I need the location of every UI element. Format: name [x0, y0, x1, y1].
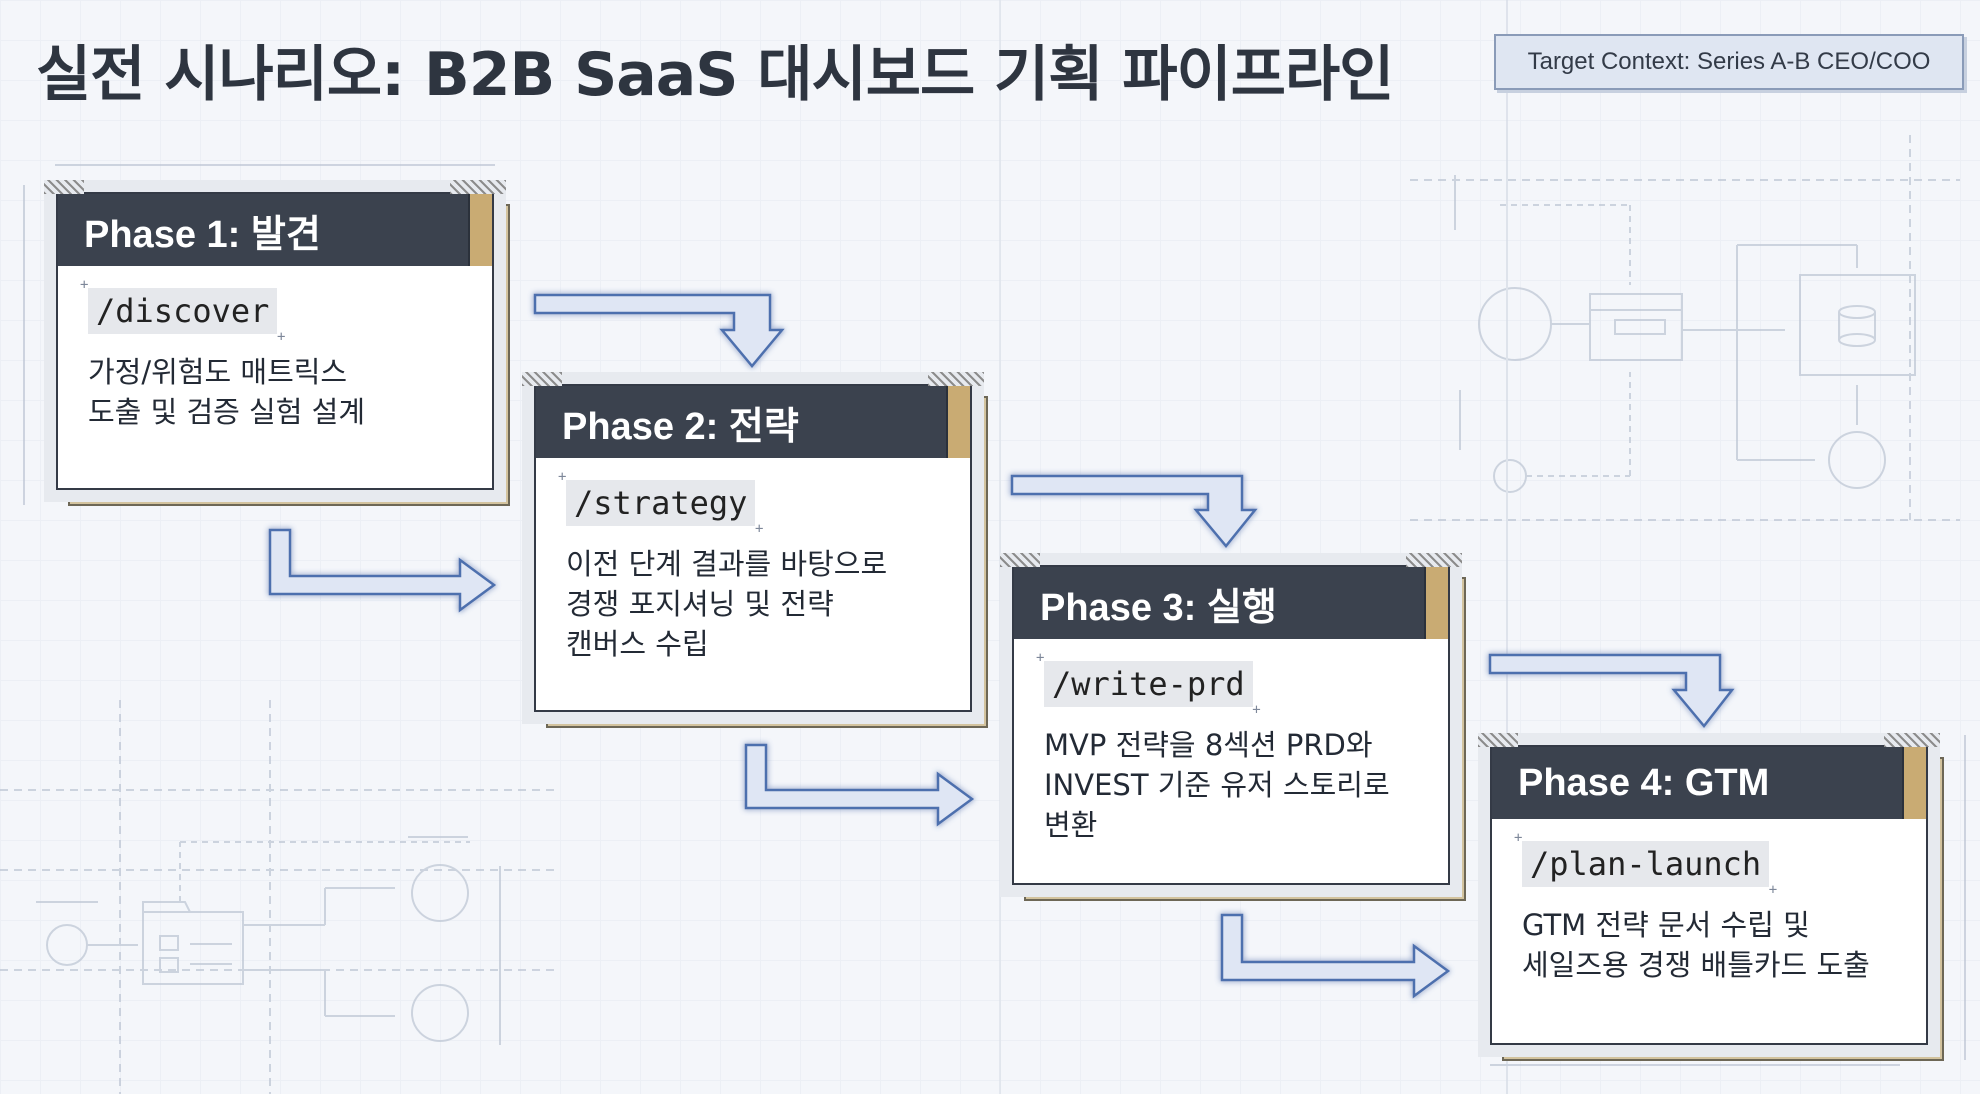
phase-header: Phase 1: 발견 [58, 194, 492, 266]
phase-title: Phase 4: GTM [1518, 761, 1770, 804]
phase-title: Phase 3: 실행 [1040, 586, 1277, 629]
phase-description: 가정/위험도 매트릭스 도출 및 검증 실험 설계 [88, 352, 462, 432]
description-line: 캔버스 수립 [566, 627, 709, 661]
phase-description: 이전 단계 결과를 바탕으로 경쟁 포지셔닝 및 전략 캔버스 수립 [566, 544, 940, 664]
phase-header: Phase 2: 전략 [536, 386, 970, 458]
target-context-badge: Target Context: Series A-B CEO/COO [1494, 34, 1964, 90]
header-accent-tab [946, 386, 970, 458]
command-chip: /plan-launch [1514, 831, 1777, 897]
phase-card-1: Phase 1: 발견 /discover 가정/위험도 매트릭스 도출 및 검… [44, 180, 506, 502]
description-line: MVP 전략을 8섹션 PRD와 [1044, 728, 1373, 762]
phase-header: Phase 3: 실행 [1014, 567, 1448, 639]
phase-description: GTM 전략 문서 수립 및 세일즈용 경쟁 배틀카드 도출 [1522, 905, 1896, 985]
description-line: 이전 단계 결과를 바탕으로 [566, 547, 888, 581]
phase-title: Phase 1: 발견 [84, 213, 321, 256]
description-line: INVEST 기준 유저 스토리로 [1044, 768, 1390, 802]
header-accent-tab [468, 194, 492, 266]
header-accent-tab [1424, 567, 1448, 639]
phase-header: Phase 4: GTM [1492, 747, 1926, 819]
description-line: 가정/위험도 매트릭스 [88, 355, 348, 389]
command-chip: /discover [80, 278, 286, 344]
phase-title: Phase 2: 전략 [562, 405, 799, 448]
description-line: GTM 전략 문서 수립 및 [1522, 908, 1810, 942]
command-chip: /strategy [558, 470, 764, 536]
header-accent-tab [1902, 747, 1926, 819]
description-line: 도출 및 검증 실험 설계 [88, 395, 365, 429]
phase-card-4: Phase 4: GTM /plan-launch GTM 전략 문서 수립 및… [1478, 733, 1940, 1057]
description-line: 변환 [1044, 808, 1098, 842]
phase-card-2: Phase 2: 전략 /strategy 이전 단계 결과를 바탕으로 경쟁 … [522, 372, 984, 724]
phase-description: MVP 전략을 8섹션 PRD와 INVEST 기준 유저 스토리로 변환 [1044, 725, 1418, 845]
command-chip: /write-prd [1036, 651, 1260, 717]
description-line: 세일즈용 경쟁 배틀카드 도출 [1522, 948, 1870, 982]
description-line: 경쟁 포지셔닝 및 전략 [566, 587, 834, 621]
page-title: 실전 시나리오: B2B SaaS 대시보드 기획 파이프라인 [36, 40, 1394, 110]
phase-card-3: Phase 3: 실행 /write-prd MVP 전략을 8섹션 PRD와 … [1000, 553, 1462, 897]
